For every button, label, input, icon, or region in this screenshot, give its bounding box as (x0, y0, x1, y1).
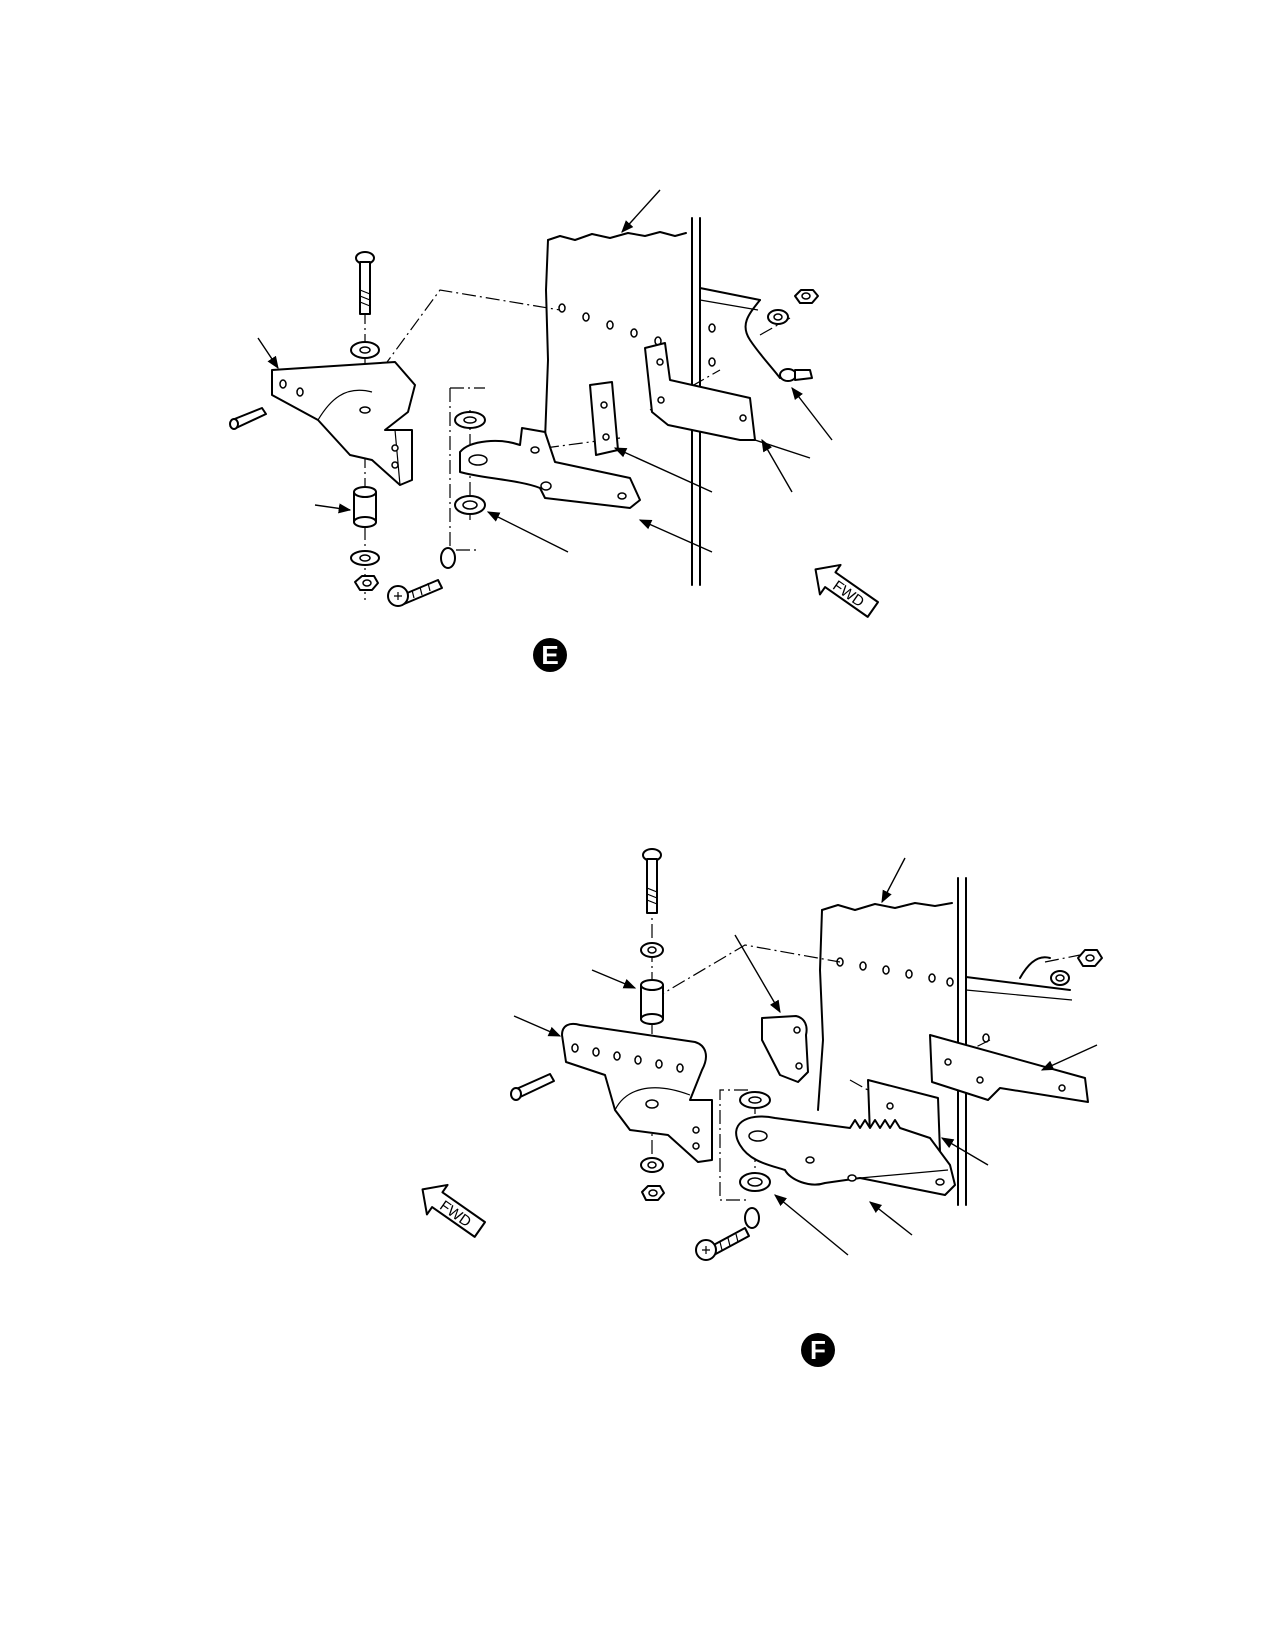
view-e-badge-label: E (541, 640, 558, 670)
view-e-top-washer (350, 341, 380, 359)
view-f-nut (641, 1185, 665, 1201)
view-f-badge: F (801, 1333, 835, 1367)
view-f-lower-screw (695, 1227, 750, 1261)
view-f-lower-washer (640, 1157, 664, 1173)
view-e-rivet (779, 368, 813, 382)
view-f-leaders (513, 857, 1098, 1256)
view-f-pin (510, 1073, 555, 1101)
view-e-right-washer (767, 309, 789, 325)
view-e-lever (459, 427, 641, 509)
view-f-frame-panel (817, 877, 1073, 1206)
view-f-lower-lever-washer (739, 1172, 771, 1192)
view-e-top-bolt (355, 251, 375, 315)
view-e-bracket (271, 361, 416, 486)
view-e-lower-washer (350, 550, 380, 566)
view-f-upper-lever-washer (739, 1091, 771, 1109)
view-e-upper-lever-washer (454, 411, 486, 429)
view-e-lower-screw (387, 579, 443, 607)
view-f-cam-lever (735, 1115, 956, 1196)
view-f-top-bolt (642, 848, 662, 914)
view-f-fwd-arrow: FWD (421, 1183, 487, 1238)
view-f-top-washer (640, 942, 664, 958)
view-e-spacer (353, 486, 377, 528)
view-e-fwd-arrow: FWD (814, 563, 880, 618)
view-e-lower-screw-washer (440, 547, 456, 569)
view-e: FWD E (229, 189, 880, 672)
view-e-lower-lever-washer (454, 495, 486, 515)
view-f: FWD F (421, 848, 1103, 1367)
view-f-gusset-plate (761, 1015, 809, 1083)
view-f-lower-screw-washer (744, 1207, 760, 1229)
view-e-right-nut (794, 289, 819, 304)
view-e-centerlines (364, 289, 791, 600)
view-f-badge-label: F (810, 1335, 826, 1365)
view-e-badge: E (533, 638, 567, 672)
view-e-panel-holes (558, 303, 716, 367)
view-f-spacer (640, 979, 664, 1025)
view-f-right-nut (1077, 949, 1103, 967)
view-f-right-washer (1050, 970, 1070, 986)
view-f-bracket (561, 1022, 713, 1163)
view-e-pin (229, 407, 267, 430)
view-f-long-plate (929, 1034, 1089, 1103)
view-e-nut (354, 575, 379, 591)
view-e-leaders (257, 189, 833, 553)
view-e-small-strap (589, 381, 619, 456)
